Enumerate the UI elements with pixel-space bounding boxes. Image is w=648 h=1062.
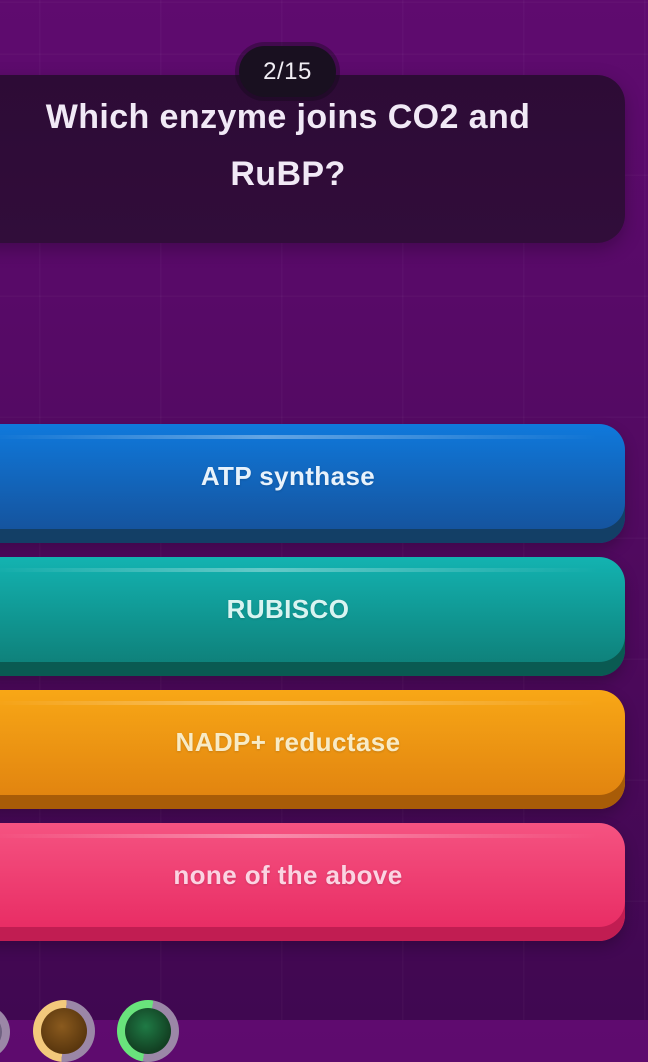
answer-label: RUBISCO xyxy=(226,594,350,624)
answer-button-none-of-the-above[interactable]: none of the above xyxy=(0,823,625,941)
question-progress-badge: 2/15 xyxy=(239,46,336,97)
question-progress-label: 2/15 xyxy=(263,57,312,85)
answer-button-nadp-reductase[interactable]: NADP+ reductase xyxy=(0,690,625,809)
player-avatar-timer-ring xyxy=(33,1000,95,1062)
question-text: Which enzyme joins CO2 and RuBP? xyxy=(45,98,531,193)
answer-label: none of the above xyxy=(173,859,403,890)
player-avatar-timer-ring xyxy=(117,1000,179,1062)
player-avatar-portrait xyxy=(0,1013,2,1051)
player-avatar-timer-ring xyxy=(0,1005,10,1059)
player-avatar-portrait xyxy=(41,1008,87,1054)
question-card: Which enzyme joins CO2 and RuBP? xyxy=(0,75,625,243)
answer-button-atp-synthase[interactable]: ATP synthase xyxy=(0,424,625,543)
answer-label: ATP synthase xyxy=(200,461,376,491)
player-avatar-portrait xyxy=(125,1008,171,1054)
answer-button-rubisco[interactable]: RUBISCO xyxy=(0,557,625,676)
answer-label: NADP+ reductase xyxy=(175,727,401,757)
